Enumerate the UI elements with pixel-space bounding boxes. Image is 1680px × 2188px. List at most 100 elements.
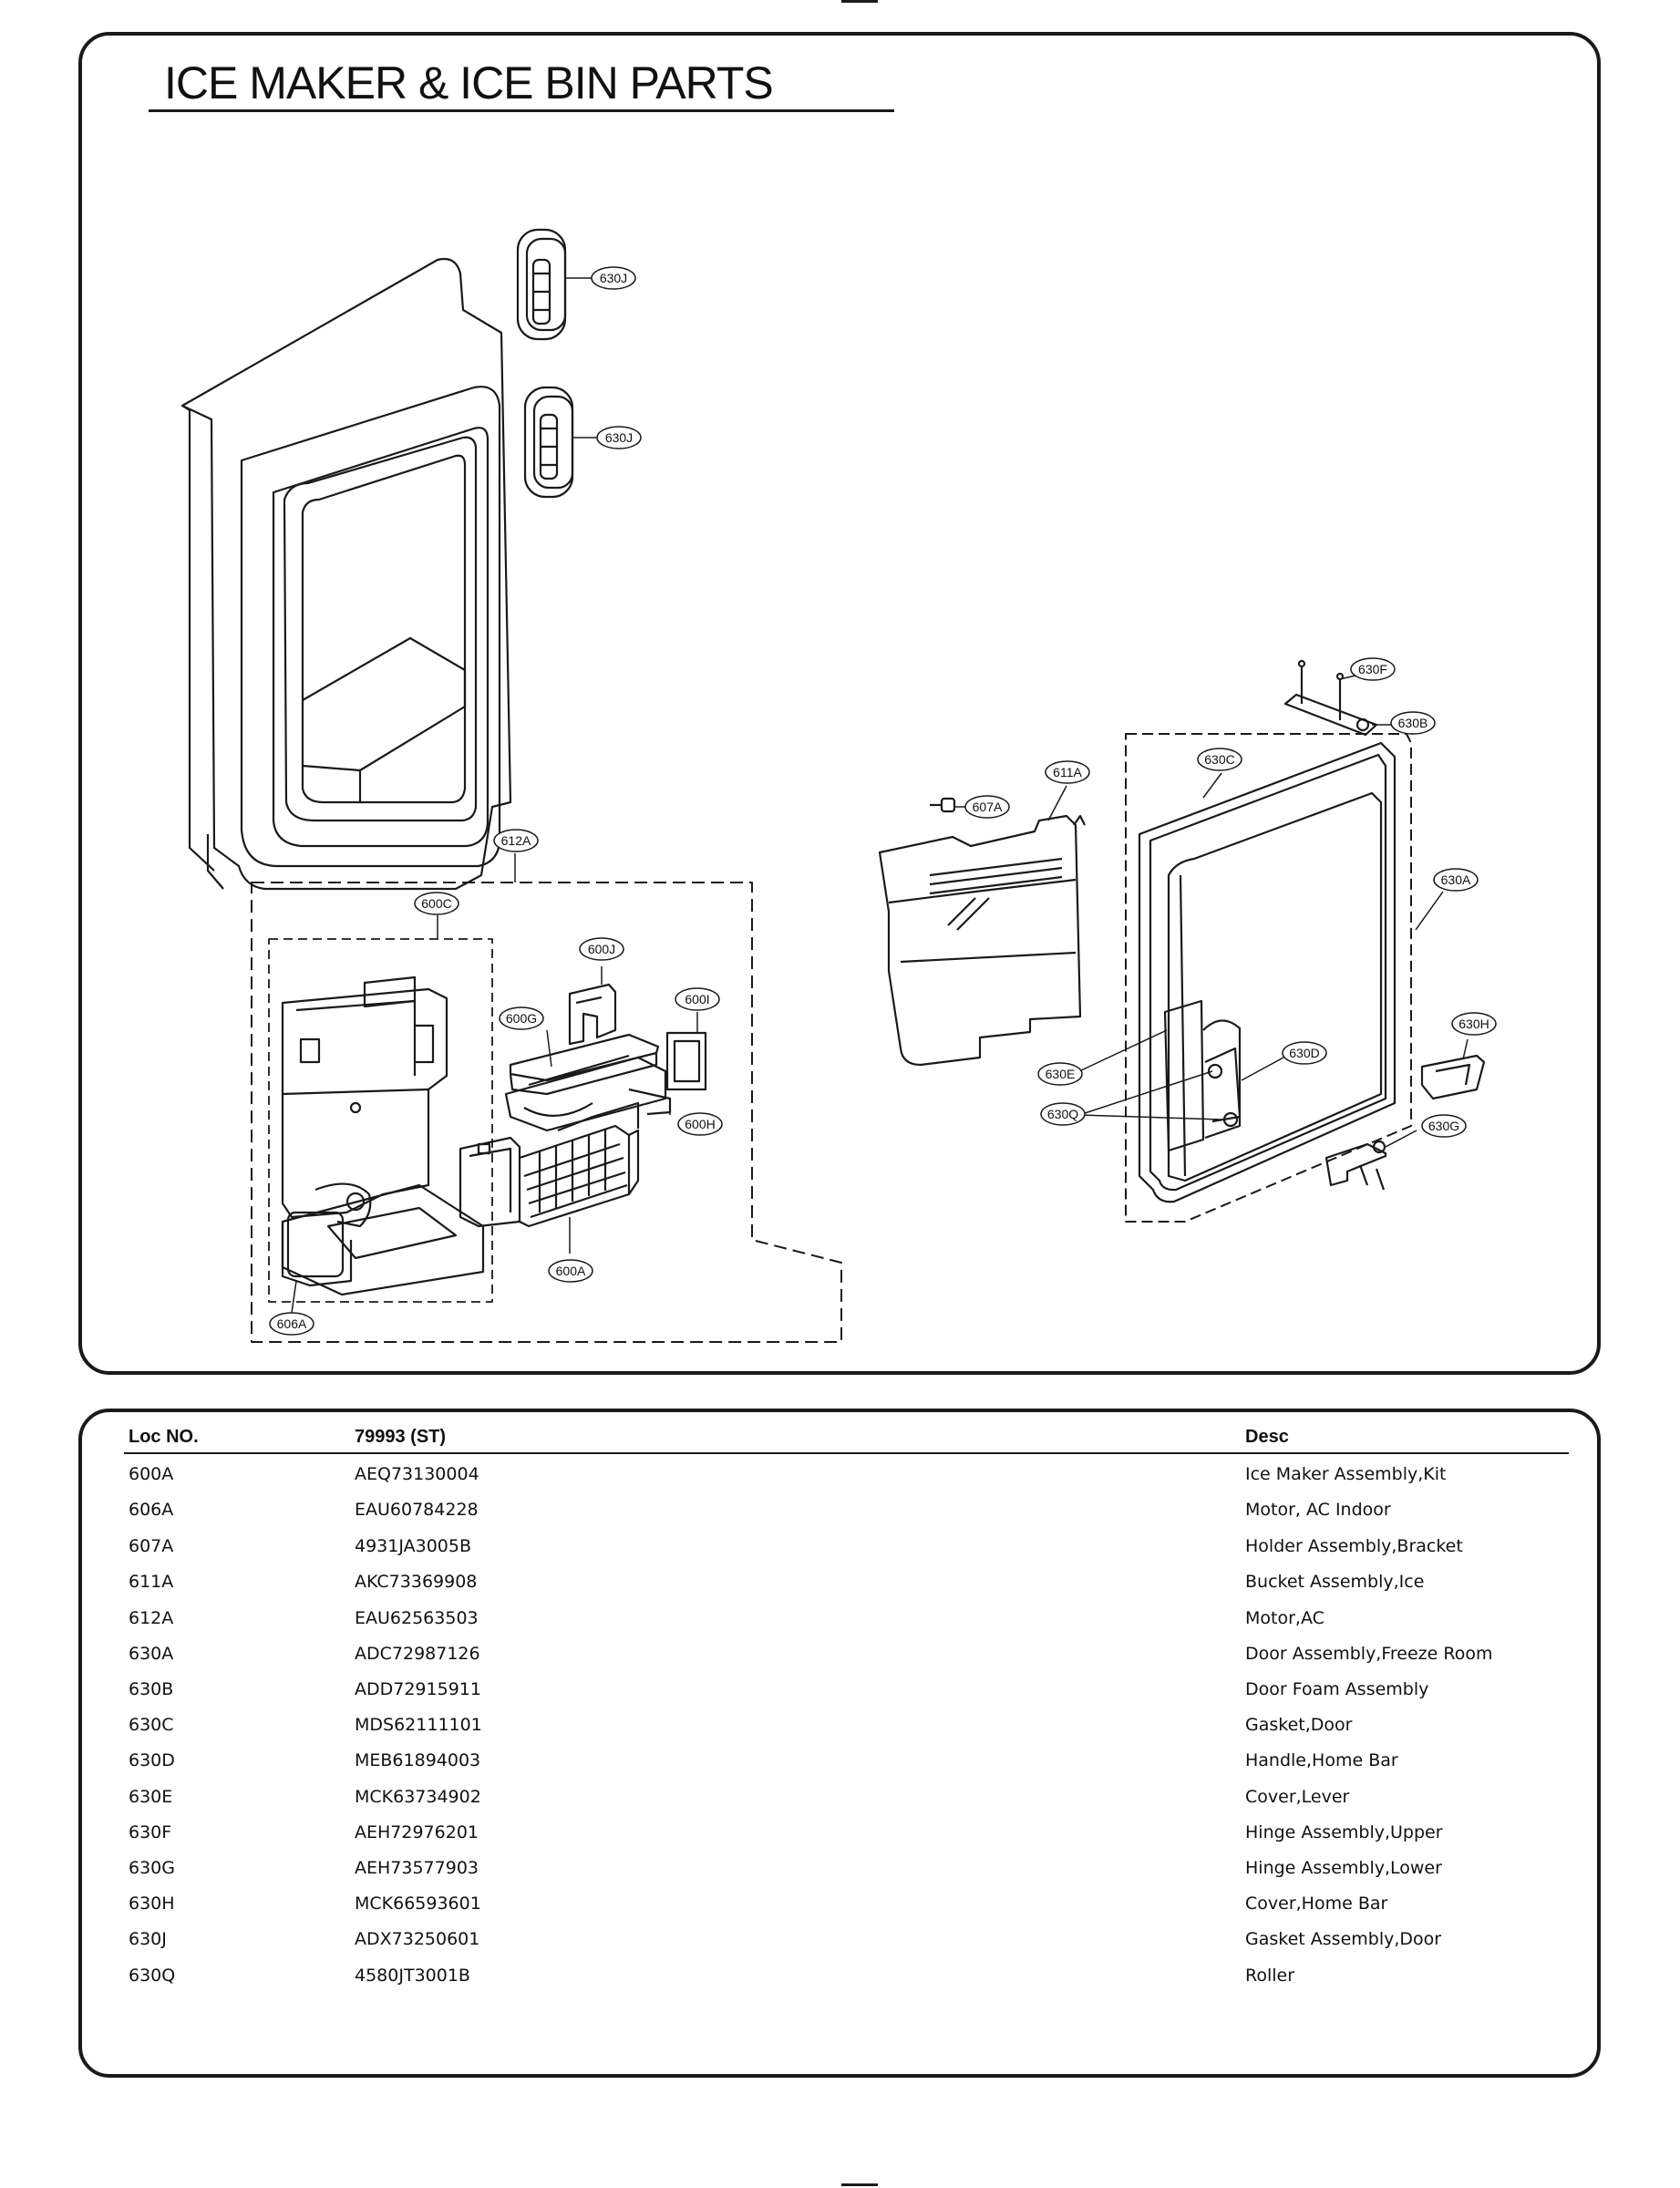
desc-cell: Door Assembly,Freeze Room [1245, 1644, 1493, 1664]
loc-cell: 630G [129, 1858, 175, 1878]
loc-cell: 607A [129, 1536, 174, 1556]
bracket-600j-drawing [568, 983, 617, 1046]
svg-text:630E: 630E [1046, 1067, 1076, 1081]
part-number-cell: AEQ73130004 [355, 1464, 479, 1484]
loc-cell: 630Q [129, 1966, 176, 1986]
callout-630j-bottom: 630J [596, 426, 642, 449]
desc-cell: Gasket Assembly,Door [1245, 1929, 1442, 1949]
hinge-lower-630g-drawing [1324, 1140, 1387, 1191]
svg-text:600G: 600G [506, 1011, 537, 1026]
part-number-cell: 4580JT3001B [355, 1966, 470, 1986]
loc-cell: 630F [129, 1822, 172, 1842]
callout-630a: 630A [1433, 868, 1479, 892]
table-row: 630A ADC72987126 Door Assembly,Freeze Ro… [0, 1644, 1680, 1679]
diagram-panel [78, 32, 1601, 1375]
exploded-parts-diagram: 630J 630J 612A 600C 600J 600I 600G 600H [180, 228, 1497, 1343]
part-number-cell: 4931JA3005B [355, 1536, 472, 1556]
freezer-door-630a-drawing [1138, 741, 1397, 1203]
pad-600i-drawing [665, 1031, 707, 1091]
desc-cell: Bucket Assembly,Ice [1245, 1572, 1425, 1592]
loc-cell: 630H [129, 1894, 175, 1914]
loc-cell: 611A [129, 1572, 174, 1592]
desc-cell: Roller [1245, 1966, 1295, 1986]
table-row: 630C MDS62111101 Gasket,Door [0, 1715, 1680, 1750]
svg-text:630J: 630J [605, 430, 633, 445]
desc-cell: Cover,Home Bar [1245, 1894, 1388, 1914]
loc-cell: 612A [129, 1608, 174, 1628]
page-title: ICE MAKER & ICE BIN PARTS [164, 57, 774, 108]
table-row: 630H MCK66593601 Cover,Home Bar [0, 1894, 1680, 1929]
table-row: 630E MCK63734902 Cover,Lever [0, 1787, 1680, 1822]
callout-600c: 600C [414, 892, 459, 915]
table-header-rule [124, 1452, 1569, 1454]
callout-630b: 630B [1390, 711, 1436, 735]
svg-text:630D: 630D [1289, 1046, 1319, 1060]
header-loc-no: Loc NO. [129, 1427, 199, 1447]
loc-cell: 630C [129, 1715, 174, 1735]
loc-cell: 630A [129, 1644, 174, 1664]
holder-607a-drawing [930, 797, 956, 813]
header-part-number: 79993 (ST) [355, 1427, 447, 1447]
desc-cell: Motor, AC Indoor [1245, 1500, 1391, 1520]
callout-630g: 630G [1421, 1114, 1467, 1138]
gasket-630j-bottom-drawing [523, 386, 574, 499]
svg-text:630J: 630J [600, 271, 627, 285]
part-number-cell: EAU62563503 [355, 1608, 479, 1628]
svg-text:630G: 630G [1428, 1119, 1459, 1133]
ice-bucket-611a-drawing [878, 814, 1086, 1067]
callout-600g: 600G [499, 1006, 544, 1030]
svg-text:600I: 600I [685, 992, 709, 1006]
svg-text:600C: 600C [421, 896, 451, 911]
cabinet-door-drawing [180, 257, 512, 891]
table-row: 600A AEQ73130004 Ice Maker Assembly,Kit [0, 1464, 1680, 1500]
callout-630h: 630H [1451, 1012, 1497, 1036]
table-row: 607A 4931JA3005B Holder Assembly,Bracket [0, 1536, 1680, 1572]
part-number-cell: ADD72915911 [355, 1679, 481, 1699]
control-housing-600c-drawing [281, 975, 485, 1296]
table-row: 630F AEH72976201 Hinge Assembly,Upper [0, 1822, 1680, 1858]
callout-630d: 630D [1282, 1041, 1327, 1065]
table-row: 612A EAU62563503 Motor,AC [0, 1608, 1680, 1644]
part-number-cell: MEB61894003 [355, 1750, 481, 1770]
part-number-cell: EAU60784228 [355, 1500, 479, 1520]
cover-600g-drawing [509, 1033, 660, 1096]
svg-text:630B: 630B [1398, 716, 1428, 730]
callout-606a: 606A [269, 1312, 314, 1336]
gasket-630j-top-drawing [516, 228, 567, 341]
group-612a-boundary [251, 882, 842, 1343]
svg-text:630F: 630F [1358, 662, 1387, 676]
part-number-cell: AKC73369908 [355, 1572, 478, 1592]
page-top-marker [841, 0, 878, 3]
svg-text:600J: 600J [588, 942, 615, 956]
callout-600h: 600H [677, 1112, 723, 1136]
svg-text:630Q: 630Q [1047, 1107, 1078, 1121]
desc-cell: Cover,Lever [1245, 1787, 1350, 1807]
title-underline [149, 109, 894, 112]
table-row: 630Q 4580JT3001B Roller [0, 1966, 1680, 2001]
cover-home-bar-630h-drawing [1420, 1054, 1486, 1100]
callout-607a: 607A [964, 795, 1010, 819]
svg-text:612A: 612A [501, 833, 531, 848]
table-row: 630J ADX73250601 Gasket Assembly,Door [0, 1929, 1680, 1965]
table-row: 611A AKC73369908 Bucket Assembly,Ice [0, 1572, 1680, 1607]
desc-cell: Holder Assembly,Bracket [1245, 1536, 1463, 1556]
callout-600i: 600I [675, 987, 720, 1011]
svg-text:630A: 630A [1441, 872, 1471, 887]
part-number-cell: MDS62111101 [355, 1715, 482, 1735]
part-number-cell: ADC72987126 [355, 1644, 480, 1664]
svg-text:611A: 611A [1053, 765, 1082, 779]
part-number-cell: MCK63734902 [355, 1787, 481, 1807]
loc-cell: 630E [129, 1787, 173, 1807]
svg-text:630H: 630H [1458, 1017, 1489, 1031]
parts-table-panel [78, 1409, 1601, 2078]
ice-maker-600a-drawing [459, 1101, 640, 1228]
part-number-cell: AEH72976201 [355, 1822, 479, 1842]
header-desc: Desc [1245, 1427, 1289, 1447]
page-bottom-marker [841, 2183, 878, 2186]
loc-cell: 600A [129, 1464, 174, 1484]
callout-630e: 630E [1037, 1062, 1083, 1086]
desc-cell: Handle,Home Bar [1245, 1750, 1398, 1770]
svg-text:606A: 606A [277, 1316, 307, 1331]
svg-text:600A: 600A [556, 1264, 586, 1278]
loc-cell: 630B [129, 1679, 174, 1699]
